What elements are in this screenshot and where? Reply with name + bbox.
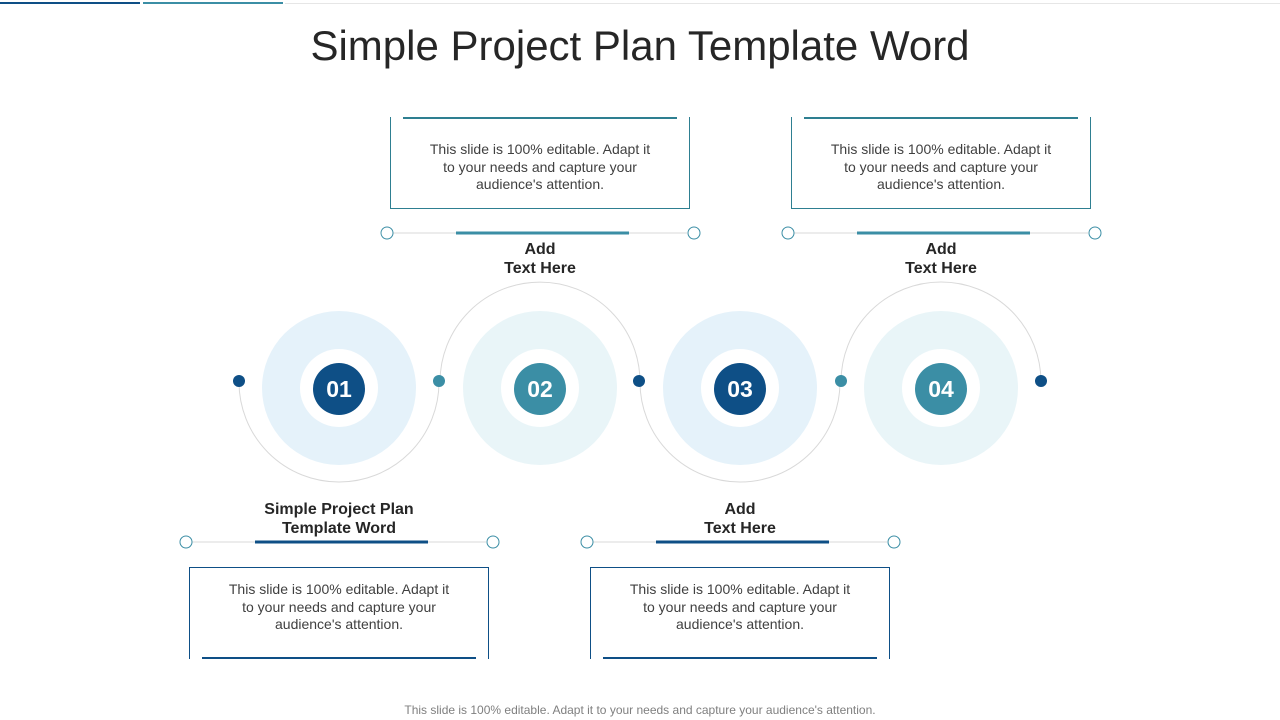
step-2-description-text: This slide is 100% editable. Adapt it to…: [429, 141, 651, 192]
step-2-label-line-1: Add: [524, 241, 556, 258]
top-accent-bar: [0, 0, 1280, 5]
step-4-description-box: This slide is 100% editable. Adapt it to…: [791, 117, 1091, 209]
step-4-label-line-2: Text Here: [905, 260, 977, 277]
step-3-number-badge: 03: [714, 363, 766, 415]
arc-dot-4: [835, 375, 847, 387]
step-1-label-line-1: Simple Project Plan: [264, 501, 414, 518]
step-1-number-badge: 01: [313, 363, 365, 415]
step-3-arc: [639, 381, 841, 483]
step-2-connector-start-dot: [380, 226, 394, 240]
step-2-arc: [439, 281, 641, 383]
step-3-description-box: This slide is 100% editable. Adapt it to…: [590, 567, 890, 659]
arc-dot-2: [433, 375, 445, 387]
top-accent-segment-1: [0, 2, 140, 4]
connector-arcs: [238, 281, 1042, 483]
step-3-label-line-1: Add: [724, 501, 756, 518]
step-4-label-line-1: Add: [925, 241, 957, 258]
step-4-connector-end-dot: [1088, 226, 1102, 240]
step-4-description-text: This slide is 100% editable. Adapt it to…: [830, 141, 1052, 192]
arc-dots: [233, 375, 1047, 387]
arc-dot-3: [633, 375, 645, 387]
step-1-description-box: This slide is 100% editable. Adapt it to…: [189, 567, 489, 659]
step-3-label-line-2: Text Here: [704, 520, 776, 537]
footer-note: This slide is 100% editable. Adapt it to…: [404, 703, 876, 717]
step-3-description-text: This slide is 100% editable. Adapt it to…: [629, 581, 851, 632]
arc-dot-1: [233, 375, 245, 387]
top-divider: [285, 3, 1280, 4]
step-1-label-line-2: Template Word: [281, 520, 397, 537]
step-2-connector-end-dot: [687, 226, 701, 240]
step-4-number-badge: 04: [915, 363, 967, 415]
step-2-label-line-2: Text Here: [504, 260, 576, 277]
step-4-arc: [840, 281, 1042, 383]
step-1-connector-start-dot: [179, 535, 193, 549]
step-4-box-accent-line: [804, 117, 1078, 119]
top-accent-segment-2: [143, 2, 283, 4]
step-1-description-text: This slide is 100% editable. Adapt it to…: [228, 581, 450, 632]
arc-dot-5: [1035, 375, 1047, 387]
step-1-box-accent-line: [202, 657, 476, 659]
step-4-connector-start-dot: [781, 226, 795, 240]
step-3-connector-end-dot: [887, 535, 901, 549]
step-3-connector-start-dot: [580, 535, 594, 549]
step-2-description-box: This slide is 100% editable. Adapt it to…: [390, 117, 690, 209]
step-2-number-badge: 02: [514, 363, 566, 415]
label-connectors: [179, 226, 1102, 549]
step-3-box-accent-line: [603, 657, 877, 659]
step-2-box-accent-line: [403, 117, 677, 119]
slide-title: Simple Project Plan Template Word: [310, 22, 970, 69]
step-1-connector-end-dot: [486, 535, 500, 549]
step-1-arc: [238, 381, 440, 483]
